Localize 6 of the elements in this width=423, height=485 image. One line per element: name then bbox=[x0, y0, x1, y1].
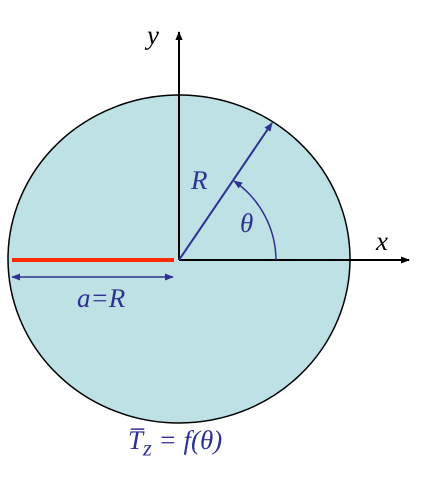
axis-label: x bbox=[376, 228, 388, 255]
axis-label: y bbox=[147, 22, 159, 49]
dimension-label: a=R bbox=[77, 285, 126, 312]
angle-label: θ bbox=[240, 210, 254, 237]
radius-label: R bbox=[191, 167, 208, 194]
caption: T̅$_{z}$ = f(θ) bbox=[128, 426, 222, 462]
